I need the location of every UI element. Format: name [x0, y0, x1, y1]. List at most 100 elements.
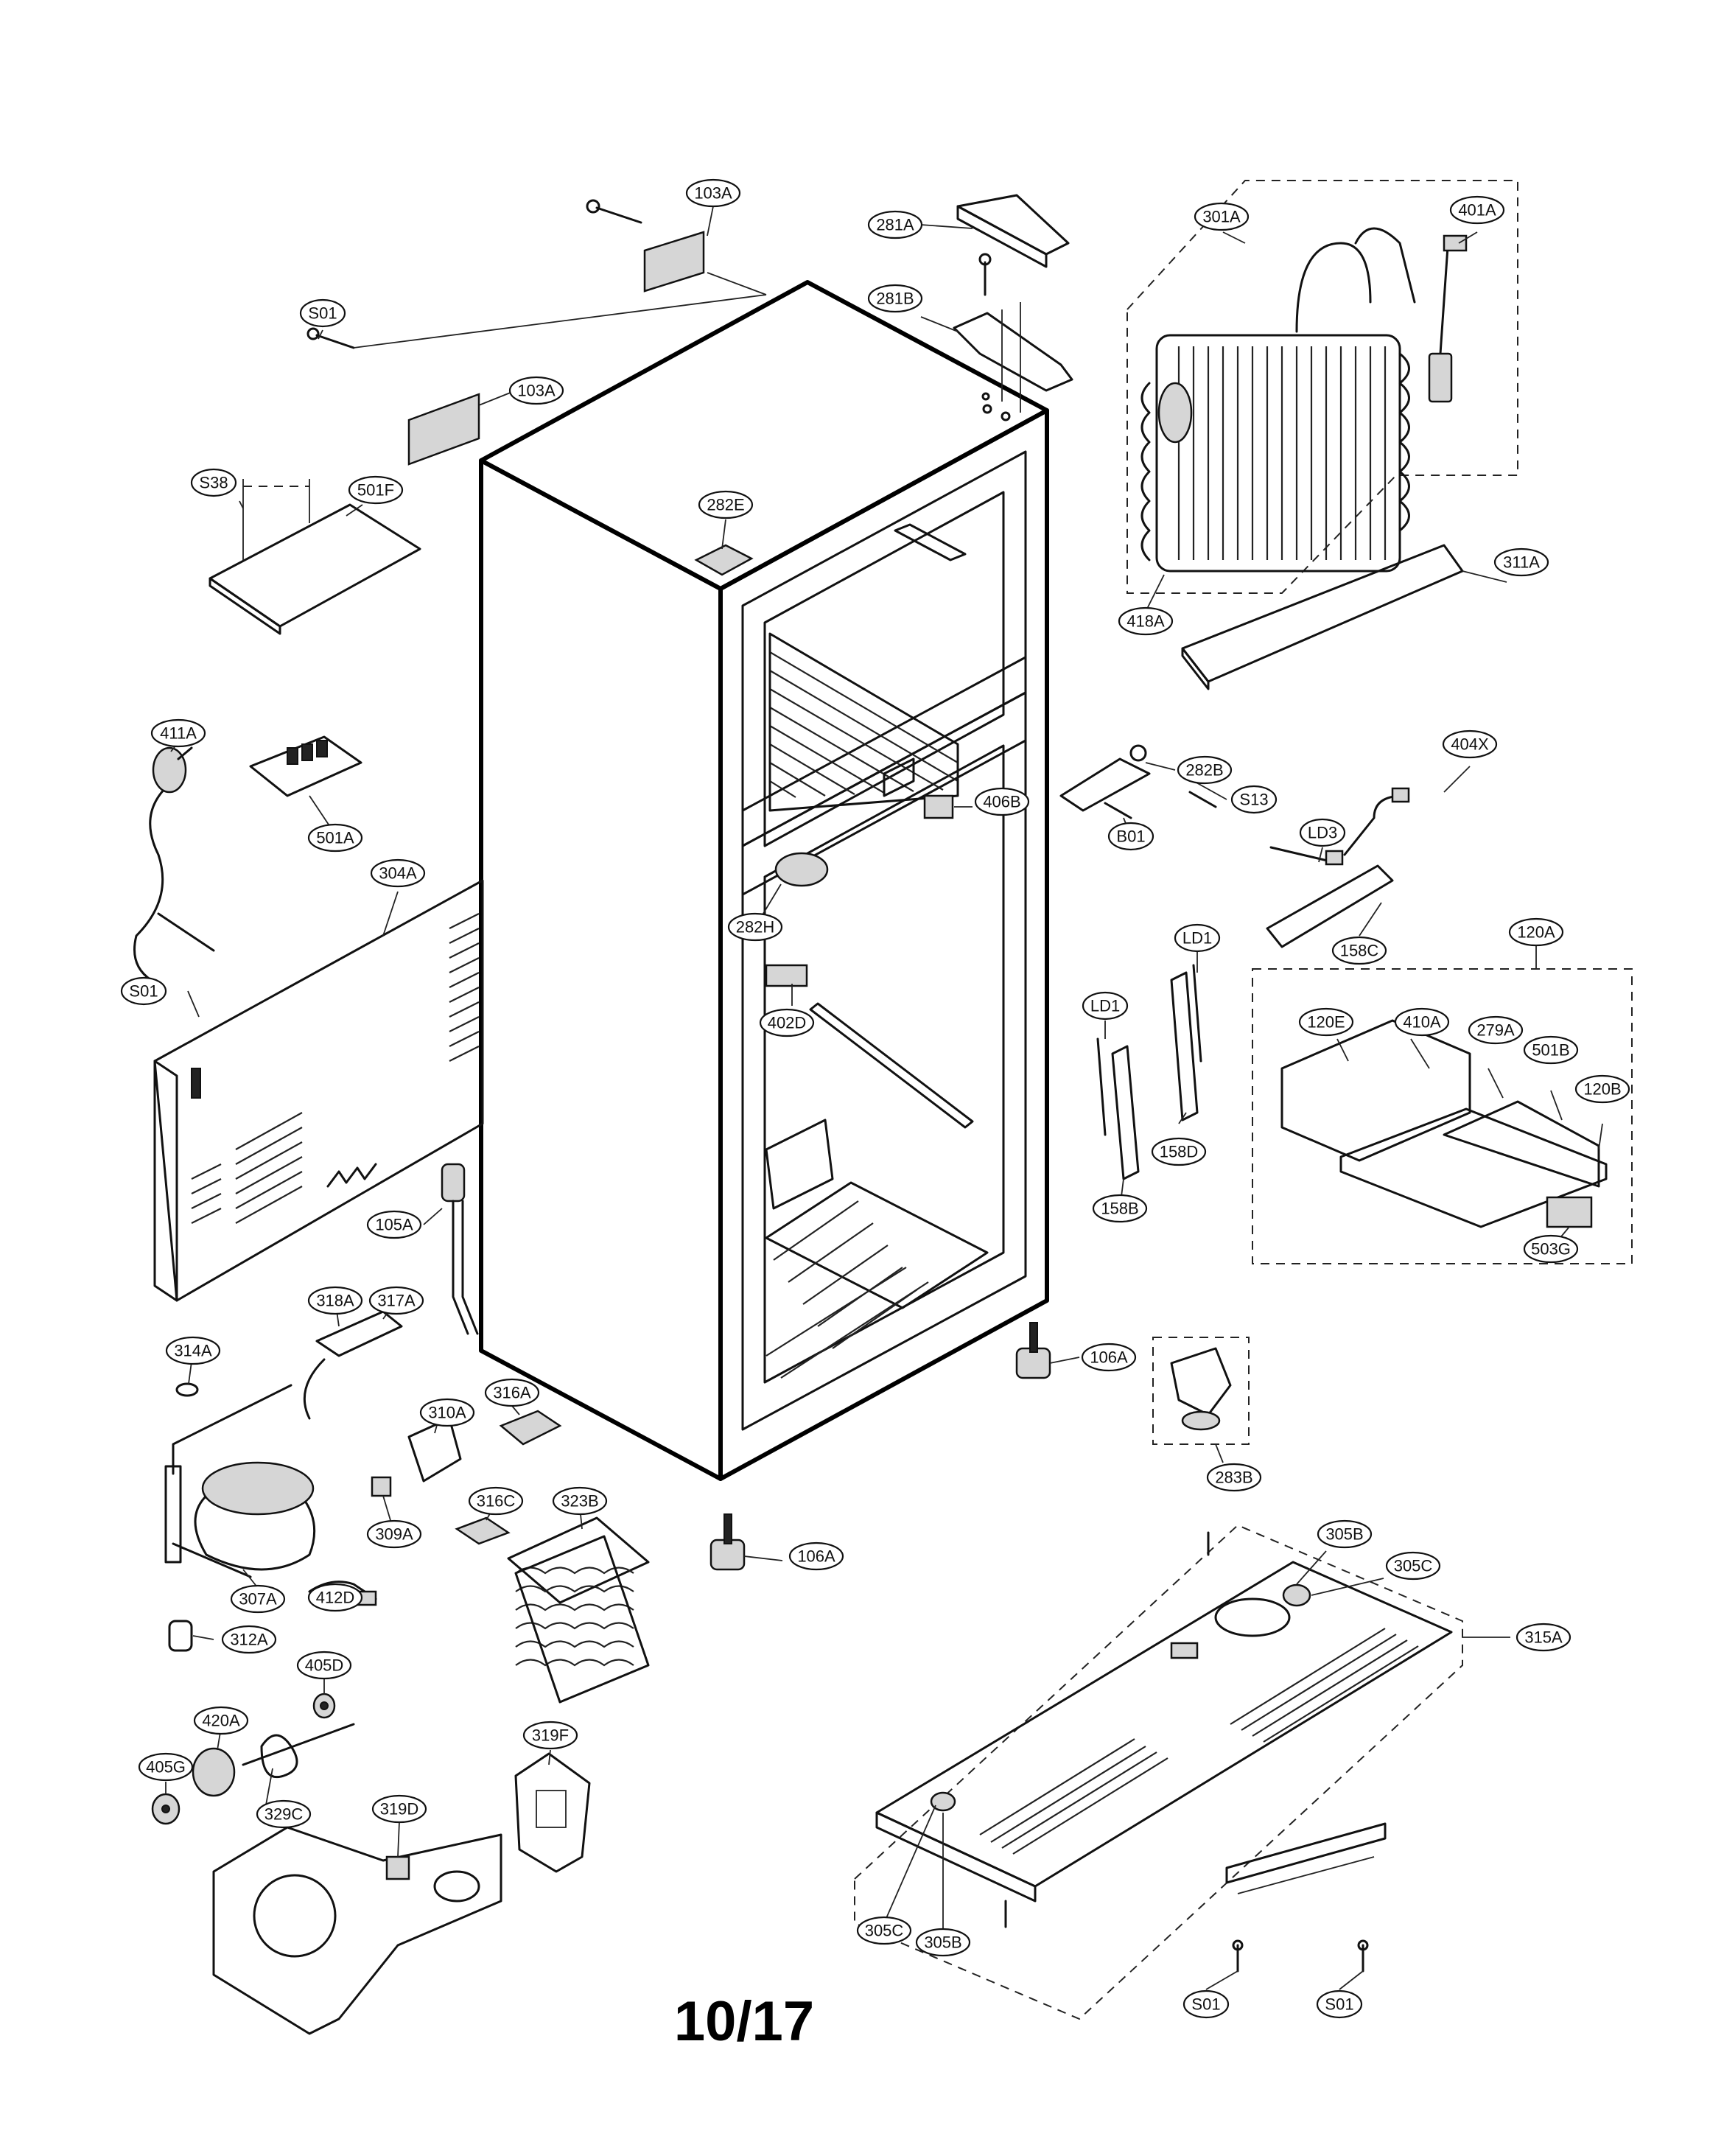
callout-120E: 120E	[1298, 1007, 1354, 1037]
callout-label: 401A	[1458, 201, 1496, 220]
callout-label: 305C	[865, 1922, 904, 1940]
callout-305C-bottom: 305C	[856, 1916, 912, 1945]
callout-315A: 315A	[1515, 1623, 1571, 1652]
callout-label: 282E	[707, 496, 744, 514]
callout-305C-top: 305C	[1385, 1551, 1441, 1581]
evaporator-assembly	[1126, 180, 1518, 594]
callout-labels: 103A 281A 301A 401A S01 281B 103A S38 50…	[120, 178, 1630, 2019]
callout-label: 305C	[1394, 1557, 1433, 1575]
callout-label: S01	[129, 982, 158, 1001]
callout-label: 281A	[876, 216, 914, 234]
callout-label: 420A	[202, 1712, 240, 1730]
callout-label: 404X	[1451, 735, 1489, 754]
callout-label: S01	[1325, 1995, 1353, 2014]
callout-label: 282B	[1185, 761, 1223, 780]
callout-158C: 158C	[1331, 936, 1387, 965]
freezer-grille	[768, 632, 959, 812]
callout-label: 410A	[1403, 1013, 1441, 1032]
callout-label: 405D	[305, 1656, 344, 1675]
callout-103A-mid: 103A	[508, 376, 564, 405]
callout-label: 319D	[380, 1800, 419, 1819]
callout-label: LD1	[1090, 997, 1120, 1015]
callout-LD1-right: LD1	[1174, 923, 1221, 953]
callout-label: LD3	[1308, 824, 1337, 842]
callout-label: 309A	[375, 1525, 413, 1544]
callout-S01-bottom-left: S01	[1182, 1989, 1230, 2019]
callout-label: 120A	[1517, 923, 1555, 942]
callout-279A: 279A	[1468, 1015, 1524, 1045]
lamp-socket	[765, 964, 808, 987]
callout-158B: 158B	[1092, 1194, 1148, 1223]
callout-106A-right: 106A	[1081, 1343, 1137, 1372]
callout-label: 501F	[357, 481, 394, 500]
compressor	[164, 1382, 316, 1652]
callout-label: 323B	[561, 1492, 598, 1511]
crisper-grille	[765, 1181, 989, 1379]
fan-bracket	[514, 1752, 591, 1873]
callout-420A: 420A	[193, 1706, 249, 1735]
damper-pad	[499, 1410, 562, 1446]
callout-281B: 281B	[867, 284, 923, 313]
callout-label: 418A	[1126, 612, 1165, 631]
callout-406B: 406B	[974, 787, 1030, 816]
callout-label: 311A	[1503, 553, 1540, 572]
callout-label: 103A	[517, 382, 556, 400]
callout-323B: 323B	[552, 1486, 608, 1516]
callout-label: 503G	[1531, 1240, 1571, 1259]
callout-103A-top: 103A	[685, 178, 741, 208]
callout-label: 158C	[1340, 942, 1379, 960]
callout-LD1-left: LD1	[1082, 991, 1129, 1021]
condenser	[507, 1516, 650, 1704]
callout-B01: B01	[1107, 822, 1154, 851]
callout-307A: 307A	[230, 1584, 286, 1614]
callout-282B: 282B	[1177, 755, 1233, 785]
callout-S01-left: S01	[120, 976, 167, 1006]
callout-label: 501A	[316, 829, 354, 847]
callout-label: 319F	[532, 1726, 569, 1745]
leader-lines	[165, 206, 1603, 1990]
callout-501F: 501F	[348, 475, 404, 505]
callout-label: 120E	[1307, 1013, 1345, 1032]
callout-282H: 282H	[727, 912, 783, 942]
callout-503G: 503G	[1523, 1234, 1579, 1264]
callout-label: 316A	[493, 1384, 531, 1402]
lamp-parts	[1096, 787, 1410, 1180]
callout-418A: 418A	[1118, 606, 1174, 636]
callout-305B-top: 305B	[1317, 1519, 1373, 1549]
callout-S38: S38	[190, 468, 237, 497]
callout-401A: 401A	[1449, 195, 1505, 225]
callout-label: S38	[199, 474, 228, 492]
callout-304A: 304A	[370, 858, 426, 888]
callout-label: S13	[1239, 791, 1268, 809]
callout-label: 329C	[264, 1805, 304, 1824]
refrigerator-cabinet	[479, 280, 1049, 1481]
fan-shroud	[212, 1826, 502, 2035]
callout-318A: 318A	[307, 1286, 363, 1315]
callout-label: 318A	[316, 1292, 354, 1310]
callout-label: 282H	[736, 918, 775, 937]
callout-405G: 405G	[138, 1752, 194, 1782]
lamp-cover	[774, 852, 829, 887]
leveling-feet	[709, 1322, 1051, 1571]
relay-parts	[303, 1310, 462, 1606]
callout-312A: 312A	[221, 1625, 277, 1654]
callout-label: 106A	[1090, 1348, 1128, 1367]
door-switch	[923, 794, 954, 819]
callout-LD3: LD3	[1299, 818, 1346, 847]
callout-120A: 120A	[1508, 917, 1564, 947]
control-box-assembly	[1252, 968, 1633, 1264]
callout-305B-bottom: 305B	[915, 1928, 971, 1957]
callout-S01-top: S01	[299, 298, 346, 328]
callout-106A-bottom: 106A	[788, 1541, 844, 1571]
callout-label: 411A	[160, 724, 197, 743]
callout-label: 402D	[768, 1014, 807, 1032]
callout-label: 279A	[1476, 1021, 1515, 1040]
callout-label: LD1	[1182, 929, 1212, 948]
callout-158D: 158D	[1151, 1137, 1207, 1166]
drain-hose	[441, 1163, 479, 1335]
callout-319F: 319F	[522, 1721, 578, 1750]
page-number: 10/17	[673, 1990, 815, 2053]
callout-S13: S13	[1230, 785, 1278, 814]
callout-281A: 281A	[867, 210, 923, 239]
callout-301A: 301A	[1194, 202, 1250, 231]
